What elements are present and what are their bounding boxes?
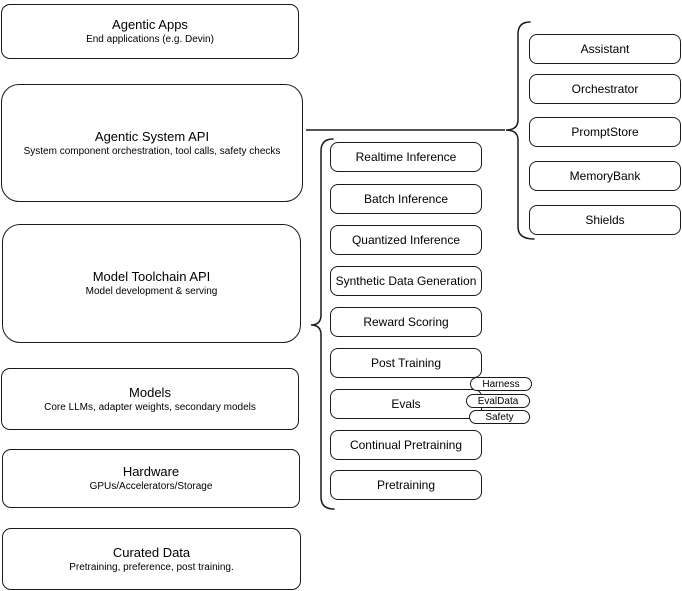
evals-tag-safety: Safety [469,410,530,424]
system-component-shields: Shields [529,205,681,235]
agentic-apps-box: Agentic Apps End applications (e.g. Devi… [1,4,299,59]
hardware-box: Hardware GPUs/Accelerators/Storage [2,449,300,508]
box-subtitle: Core LLMs, adapter weights, secondary mo… [44,401,256,413]
box-title: Agentic Apps [112,17,188,32]
box-title: Model Toolchain API [92,269,211,284]
box-label: Assistant [580,42,630,56]
curated-data-box: Curated Data Pretraining, preference, po… [2,528,301,590]
toolchain-item-reward-scoring: Reward Scoring [330,307,482,337]
box-label: Batch Inference [363,192,449,206]
evals-tag-evaldata: EvalData [466,394,530,408]
box-label: Orchestrator [571,82,639,96]
toolchain-item-post-training: Post Training [330,348,482,378]
system-component-orchestrator: Orchestrator [529,74,681,104]
evals-tag-harness: Harness [470,377,532,391]
models-box: Models Core LLMs, adapter weights, secon… [1,368,299,430]
box-label: Post Training [370,356,442,370]
box-subtitle: Pretraining, preference, post training. [69,561,234,573]
box-title: Models [129,384,171,400]
box-label: Evals [391,397,421,411]
toolchain-brace [310,138,335,510]
pill-label: Harness [482,378,520,390]
agentic-system-api-box: Agentic System API System component orch… [1,84,303,202]
toolchain-item-evals: Evals [330,389,482,419]
box-label: Continual Pretraining [349,438,463,452]
box-subtitle: GPUs/Accelerators/Storage [89,481,213,492]
box-label: MemoryBank [569,169,641,183]
box-subtitle: End applications (e.g. Devin) [86,34,214,45]
box-label: Synthetic Data Generation [335,274,477,288]
box-label: Pretraining [376,478,436,492]
box-subtitle: System component orchestration, tool cal… [23,145,281,157]
system-component-memorybank: MemoryBank [529,161,681,191]
box-title: Hardware [122,464,180,479]
system-component-promptstore: PromptStore [529,117,681,147]
toolchain-item-quantized-inference: Quantized Inference [330,225,482,255]
toolchain-item-pretraining: Pretraining [330,470,482,500]
box-title: Agentic System API [94,128,210,144]
box-label: Quantized Inference [351,233,461,247]
box-subtitle: Model development & serving [85,286,218,297]
pill-label: Safety [485,411,514,423]
model-toolchain-api-box: Model Toolchain API Model development & … [2,224,301,343]
box-label: PromptStore [571,125,639,139]
box-title: Curated Data [112,544,191,560]
toolchain-item-synthetic-data-generation: Synthetic Data Generation [330,266,482,296]
box-label: Shields [585,213,625,227]
system-components-brace [505,21,535,240]
toolchain-item-continual-pretraining: Continual Pretraining [330,430,482,460]
box-label: Reward Scoring [363,315,449,329]
toolchain-item-batch-inference: Batch Inference [330,184,482,214]
box-label: Realtime Inference [355,150,457,164]
system-component-assistant: Assistant [529,34,681,64]
pill-label: EvalData [477,395,519,407]
toolchain-item-realtime-inference: Realtime Inference [330,142,482,172]
